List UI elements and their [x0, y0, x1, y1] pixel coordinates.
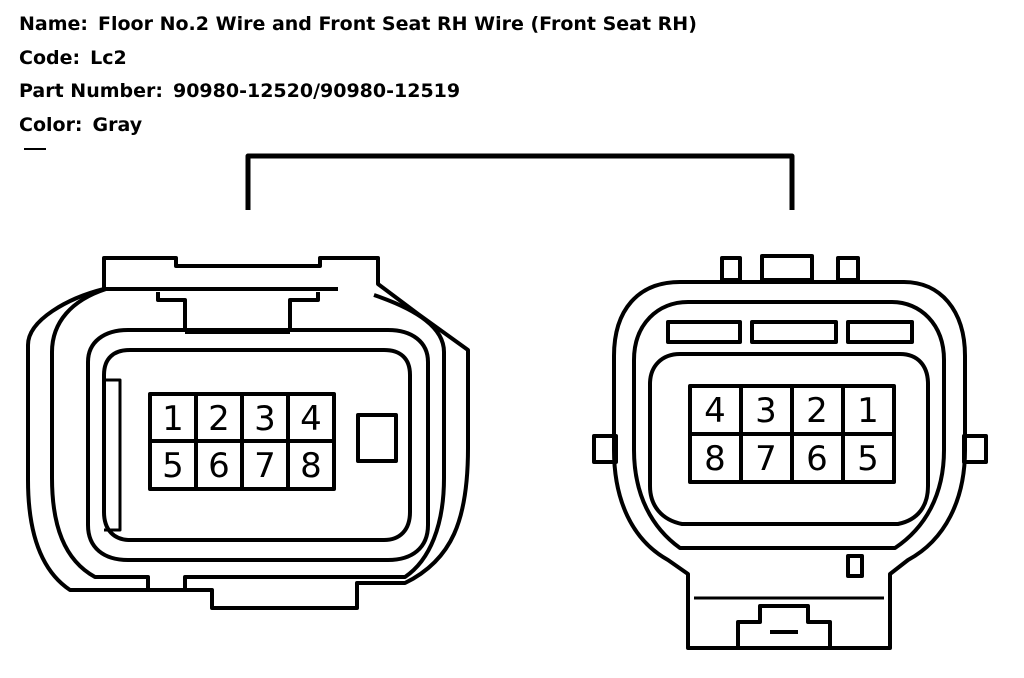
code-label: Code:: [19, 46, 81, 69]
connector-info: Name: Floor No.2 Wire and Front Seat RH W…: [19, 8, 697, 142]
color-value: Gray: [92, 113, 143, 136]
left-pin-6: 6: [208, 446, 230, 486]
part-number-value: 90980-12520/90980-12519: [172, 80, 461, 102]
left-connector-housing: [26, 256, 470, 610]
part-number-row: Part Number: 90980-12520/90980-12519: [19, 75, 697, 109]
name-row: Name: Floor No.2 Wire and Front Seat RH W…: [19, 8, 697, 42]
right-pin-3: 3: [755, 391, 777, 431]
right-pin-1: 1: [857, 391, 879, 431]
left-side-latch: [356, 413, 398, 463]
part-number-label: Part Number:: [19, 80, 163, 102]
code-value: Lc2: [90, 46, 127, 69]
right-pin-7: 7: [755, 439, 777, 479]
left-pin-7: 7: [254, 446, 276, 486]
color-row: Color: Gray: [19, 109, 697, 143]
left-pin-3: 3: [254, 399, 276, 439]
right-pin-6: 6: [806, 439, 828, 479]
left-pin-4: 4: [300, 399, 322, 439]
right-connector-housing: [592, 254, 988, 650]
left-pin-1: 1: [162, 399, 184, 439]
left-pin-8: 8: [300, 446, 322, 486]
right-pin-8: 8: [704, 439, 726, 479]
name-label: Name:: [19, 13, 89, 35]
right-pin-5: 5: [857, 439, 879, 479]
right-pin-2: 2: [806, 391, 828, 431]
left-pin-2: 2: [208, 399, 230, 439]
right-pin-4: 4: [704, 391, 726, 431]
color-label: Color:: [19, 113, 83, 136]
mating-bracket: [245, 153, 795, 210]
left-pin-5: 5: [162, 446, 184, 486]
name-value: Floor No.2 Wire and Front Seat RH Wire (…: [98, 13, 697, 35]
code-row: Code: Lc2: [19, 42, 697, 76]
